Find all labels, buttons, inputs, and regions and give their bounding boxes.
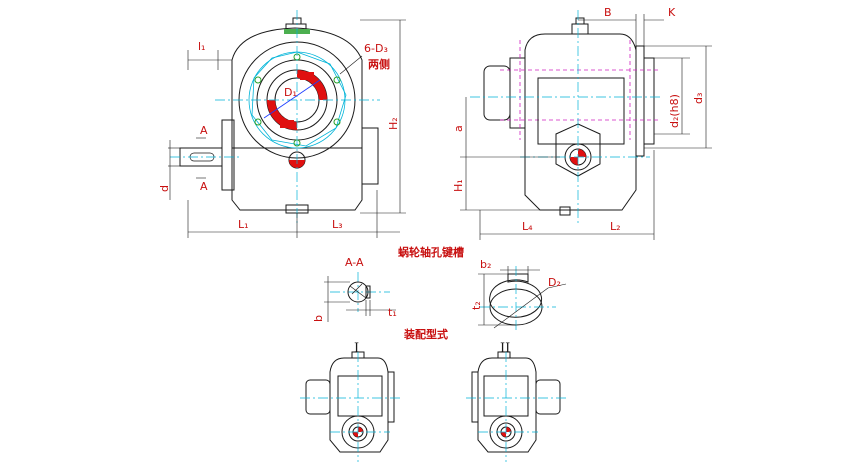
label-section-aa: A-A xyxy=(345,256,364,269)
section-mark-a-top: A xyxy=(200,124,208,137)
dim-6-d3: 6-D₃ xyxy=(364,42,388,55)
front-view xyxy=(168,10,406,238)
dim-a: a xyxy=(452,125,465,132)
dim-L2: L₂ xyxy=(610,220,621,233)
dim-b: b xyxy=(312,315,325,322)
assembly-type-i xyxy=(300,351,400,462)
dim-L3: L₃ xyxy=(332,218,343,231)
dim-t2: t₂ xyxy=(470,301,483,310)
dim-D2: D₂ xyxy=(548,276,561,289)
dim-K: K xyxy=(668,6,676,19)
title-assembly-type: 装配型式 xyxy=(403,327,448,341)
section-aa-detail xyxy=(324,272,396,322)
note-both-sides: 两侧 xyxy=(368,57,390,71)
dim-L4: L₄ xyxy=(522,220,533,233)
dim-L1: L₁ xyxy=(238,218,249,231)
dim-b2: b₂ xyxy=(480,258,491,271)
dim-d3: d₃ xyxy=(692,93,705,104)
dim-h2: H₂ xyxy=(387,117,400,130)
section-mark-a-bottom: A xyxy=(200,180,208,193)
label-type-ii: II xyxy=(500,341,510,356)
dim-l1: l₁ xyxy=(198,40,205,53)
assembly-type-ii xyxy=(466,351,566,462)
dim-d2-h8: d₂(h8) xyxy=(668,94,681,128)
dim-d: d xyxy=(158,185,171,192)
side-view xyxy=(460,10,712,240)
dim-d1: D₁ xyxy=(284,86,297,99)
dim-H1: H₁ xyxy=(452,179,465,192)
title-worm-wheel-keyway: 蜗轮轴孔键槽 xyxy=(398,245,464,259)
dim-B: B xyxy=(604,6,612,19)
hub-keyway-detail xyxy=(478,266,567,332)
dim-t1: t₁ xyxy=(388,306,397,319)
label-type-i: I xyxy=(354,341,359,356)
